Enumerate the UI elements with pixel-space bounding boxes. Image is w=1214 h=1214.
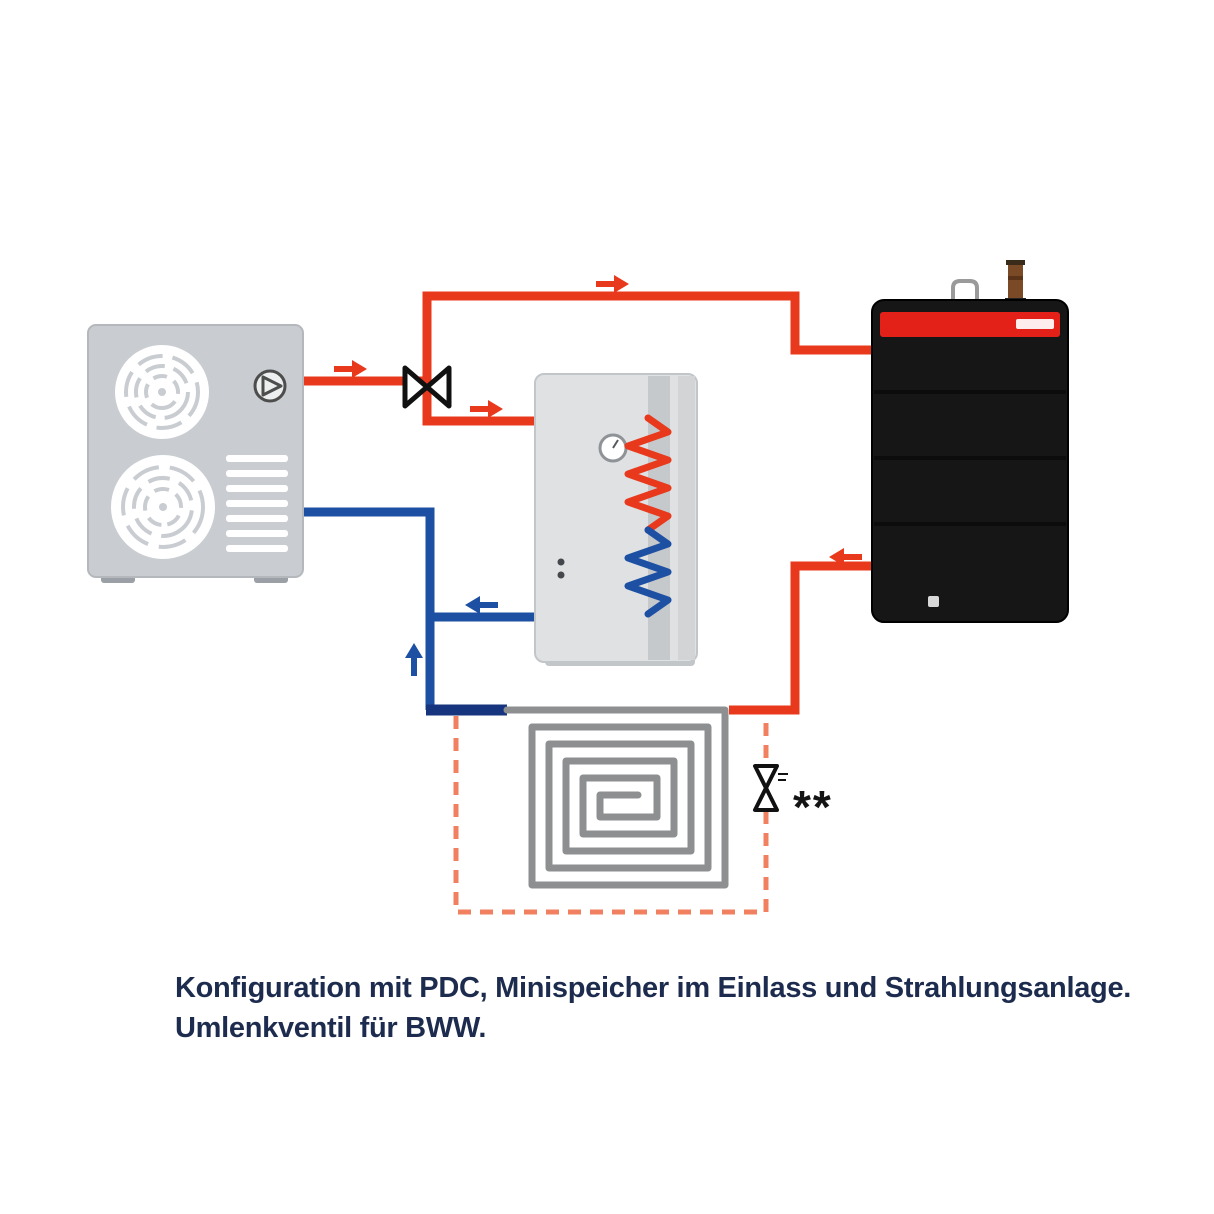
boiler-brand-band <box>880 312 1060 337</box>
flow-arrow-cold-up-icon <box>405 643 423 676</box>
boiler-body <box>871 299 1069 623</box>
boiler-unit <box>871 260 1069 623</box>
diverter-valve-icon <box>402 365 452 409</box>
tank-fixing-dots <box>557 558 565 579</box>
heat-pump-outdoor-unit <box>87 324 304 583</box>
brand-logo-mark <box>1016 319 1054 329</box>
coil-hot <box>624 414 672 534</box>
vent-slats <box>226 455 288 552</box>
boiler-panel-lines <box>874 390 1066 526</box>
double-asterisk-annotation: ** <box>793 781 833 833</box>
flow-arrow-cold-left-icon <box>465 596 498 614</box>
tank-edge-strip <box>678 376 695 660</box>
tank-body <box>534 373 698 663</box>
flow-arrow-hot-supply-icon <box>334 360 367 378</box>
floor-heating-spiral <box>503 706 729 889</box>
pipe-cold-tank-to-heatpump <box>300 507 537 710</box>
pump-icon <box>253 369 287 403</box>
thermometer-icon <box>598 433 628 463</box>
top-handle-icon <box>951 279 979 300</box>
pipe-hot-boiler-to-floor <box>729 561 874 715</box>
dashed-radiant-circuit <box>453 716 769 915</box>
caption-line-1: Konfiguration mit PDC, Minispeicher im E… <box>175 972 1132 1004</box>
fan-bottom-icon <box>111 455 215 559</box>
fan-top-icon <box>115 345 209 439</box>
flow-arrow-hot-tank-icon <box>470 400 503 418</box>
tank-side-strip <box>648 376 670 660</box>
flow-arrow-hot-return-icon <box>829 548 862 566</box>
caption-line-2: Umlenkventil für BWW. <box>175 1012 487 1044</box>
flow-arrow-hot-top-icon <box>596 275 629 293</box>
coil-cold <box>624 526 672 618</box>
boiler-indicator <box>928 596 939 607</box>
pipe-hot-valve-to-tank <box>422 387 537 426</box>
buffer-tank <box>534 373 698 666</box>
pipe-hot-valve-to-boiler <box>422 291 874 392</box>
shutoff-valve-icon <box>753 764 788 812</box>
